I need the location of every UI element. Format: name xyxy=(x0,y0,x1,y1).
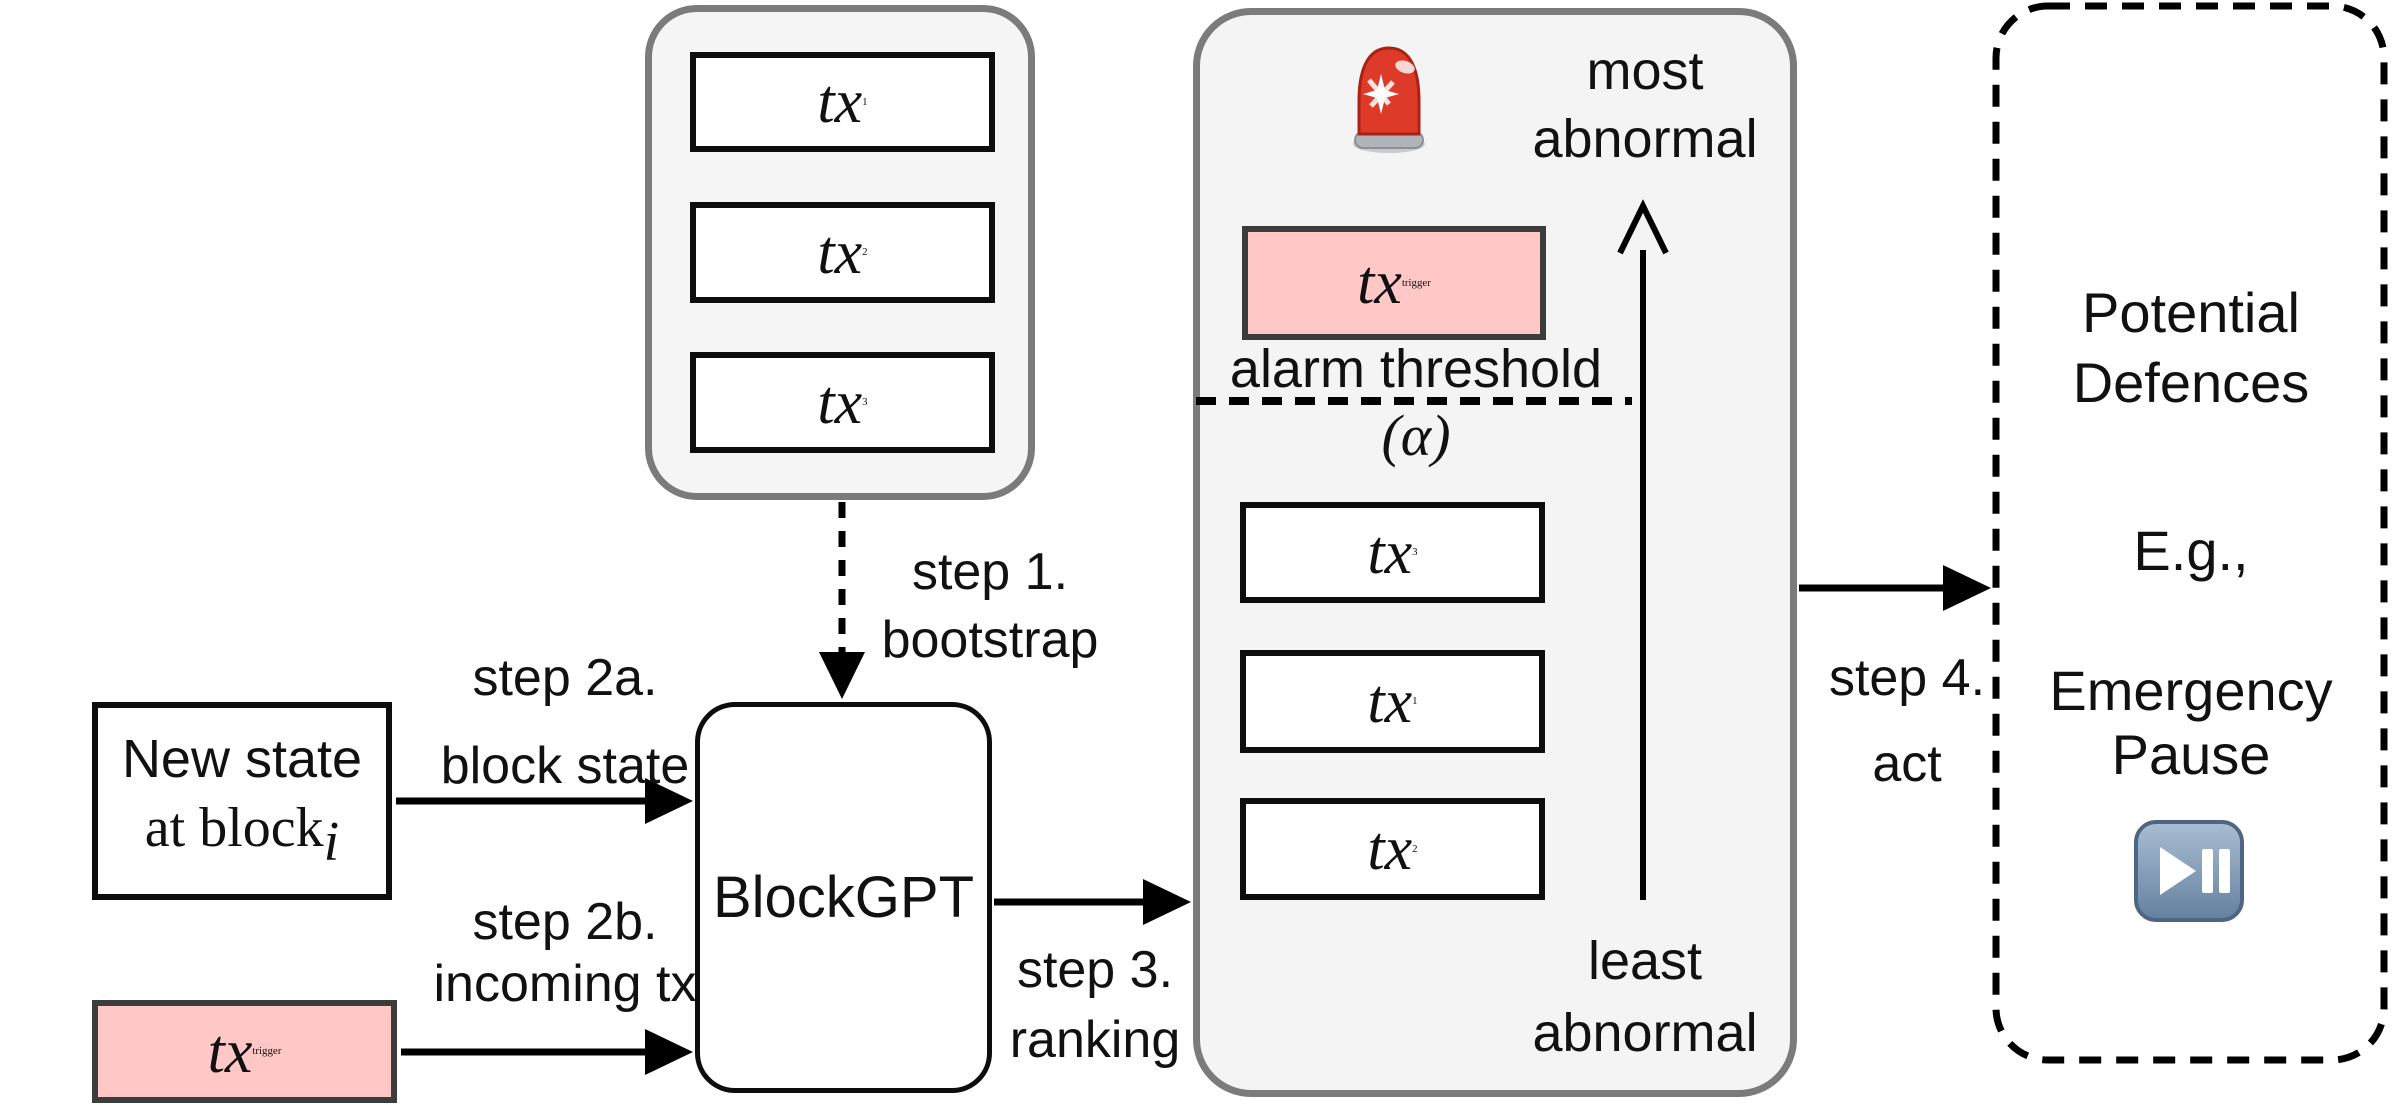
step1-label-line1: step 1. xyxy=(911,543,1069,601)
defences-title-line1: Potential xyxy=(2082,281,2300,344)
step1-label-line2: bootstrap xyxy=(881,611,1099,669)
step3-label-line2: ranking xyxy=(1009,1011,1181,1069)
step2a-label-line2: block state xyxy=(440,737,690,795)
most-abnormal-label-line2: abnormal xyxy=(1532,109,1758,169)
new-state-box: New state at blocki xyxy=(92,702,392,900)
step3-label-line1: step 3. xyxy=(1016,941,1174,999)
trigger-tx-ranked-label: tx xyxy=(1357,249,1402,317)
defences-eg-label: E.g., xyxy=(2133,519,2249,582)
trigger-tx-label: tx xyxy=(207,1017,253,1086)
ranked-tx3-label: tx xyxy=(1367,518,1413,587)
defences-title-line2: Defences xyxy=(2072,351,2310,414)
tx1-label: tx xyxy=(817,68,863,136)
blockgpt-box: BlockGPT xyxy=(695,702,992,1093)
tx3-label: tx xyxy=(817,368,863,437)
alarm-threshold-label: alarm threshold xyxy=(1229,339,1603,399)
least-abnormal-label-line1: least xyxy=(1587,931,1703,991)
least-abnormal-label-line2: abnormal xyxy=(1532,1003,1758,1063)
new-state-line2: at blocki xyxy=(144,797,340,873)
play-pause-icon xyxy=(2132,818,2246,924)
step2a-arrow xyxy=(396,778,693,824)
step4-label-line2: act xyxy=(1872,735,1942,793)
abnormality-axis-arrow xyxy=(1617,199,1669,900)
alpha-label: (α) xyxy=(1381,403,1451,468)
tx2-label: tx xyxy=(817,218,863,287)
ranked-tx1-label: tx xyxy=(1367,667,1413,736)
defences-action-line2: Pause xyxy=(2111,723,2271,786)
siren-icon xyxy=(1348,44,1430,154)
ranked-tx2-label: tx xyxy=(1367,815,1413,883)
defences-action-line1: Emergency xyxy=(2049,659,2333,722)
step4-arrow xyxy=(1799,565,1991,611)
new-state-line1: New state xyxy=(121,729,363,789)
step1-bootstrap-arrow xyxy=(819,502,865,699)
step2b-label-line2: incoming tx xyxy=(433,955,697,1013)
defences-dashed-box xyxy=(1992,2,2388,1064)
step2b-label-line1: step 2b. xyxy=(472,893,658,951)
step4-label-line1: step 4. xyxy=(1828,649,1986,707)
most-abnormal-label-line1: most xyxy=(1586,41,1704,101)
step2a-label-line1: step 2a. xyxy=(472,649,658,707)
step3-arrow xyxy=(994,879,1191,925)
blockgpt-label: BlockGPT xyxy=(712,865,975,930)
step2b-arrow xyxy=(401,1029,693,1075)
